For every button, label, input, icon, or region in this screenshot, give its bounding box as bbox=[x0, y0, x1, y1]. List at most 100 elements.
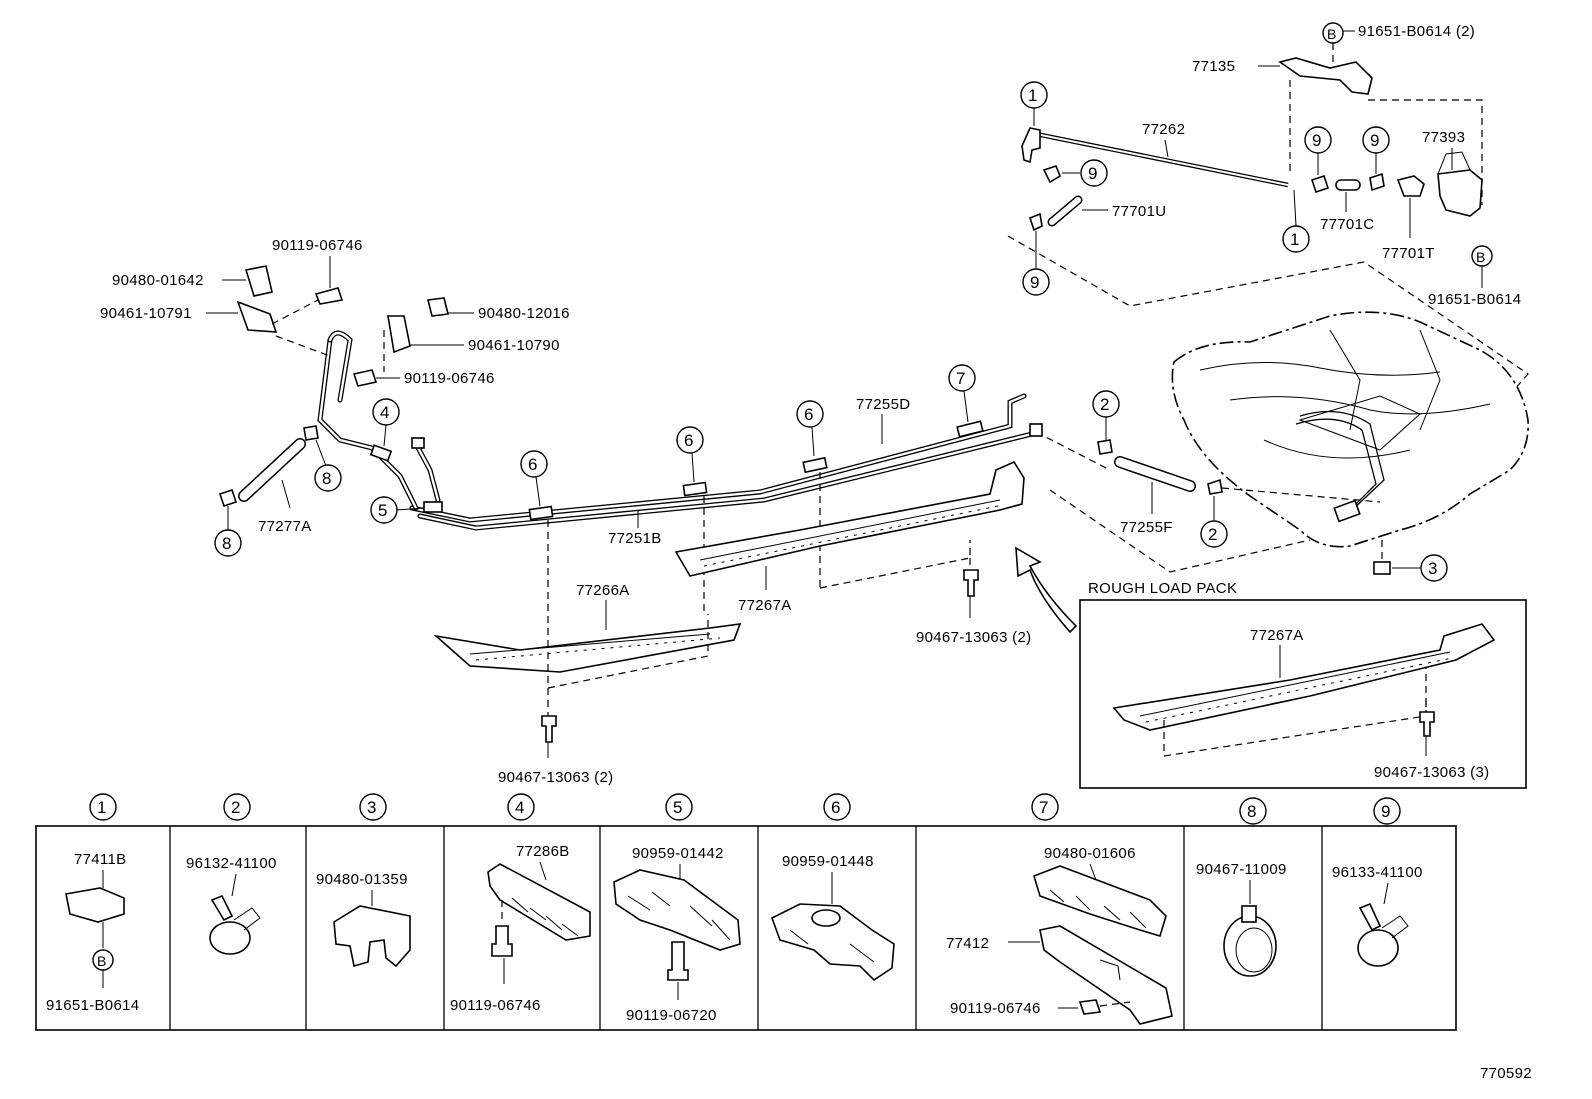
clip-8-b bbox=[218, 488, 238, 508]
legend-6-part-a: 90959-01448 bbox=[782, 853, 874, 870]
clip-8-a bbox=[303, 425, 319, 441]
callout-2-a-text: 2 bbox=[1100, 395, 1109, 414]
part-90461-10790 bbox=[387, 315, 411, 354]
protectors: 77266A 90467-13063 (2) 77267A 90467-1306… bbox=[433, 460, 1078, 786]
legend-key-8: 8 bbox=[1247, 802, 1256, 821]
bracket-77135 bbox=[1278, 57, 1373, 95]
legend-9-part-a: 96133-41100 bbox=[1332, 864, 1423, 881]
label-90467-13063-b: 90467-13063 (2) bbox=[916, 629, 1031, 646]
label-91651-b0614: 91651-B0614 bbox=[1428, 291, 1521, 308]
main-fuel-pipes: 77255D 77251B 6 6 6 7 bbox=[409, 364, 1043, 640]
callout-2-b-text: 2 bbox=[1208, 525, 1217, 544]
callout-9-b bbox=[1022, 268, 1050, 296]
callout-7 bbox=[948, 364, 976, 392]
callout-8-a-text: 8 bbox=[322, 469, 331, 488]
bolt-90467-13063-b bbox=[963, 569, 979, 597]
legend-col-1: 1 77411B B 91651-B0614 bbox=[46, 793, 139, 1014]
callout-1-bottom bbox=[1282, 225, 1310, 253]
legend-key-7: 7 bbox=[1039, 798, 1048, 817]
clamp-7 bbox=[956, 420, 984, 438]
legend-col-5: 5 90959-01442 90119-06720 bbox=[613, 793, 741, 1024]
clip-2-a bbox=[1097, 439, 1113, 455]
label-77255f: 77255F bbox=[1120, 519, 1173, 536]
protector-77266a bbox=[433, 623, 742, 673]
callout-9-c-text: 9 bbox=[1312, 131, 1321, 150]
clip-9-a bbox=[1042, 165, 1061, 184]
arrow-to-rough-load-pack bbox=[1015, 546, 1078, 634]
b-marker-text-2: B bbox=[1476, 249, 1485, 265]
rough-load-pack-frame bbox=[1079, 599, 1527, 789]
drawing-number: 770592 bbox=[1480, 1065, 1532, 1082]
legend-frame bbox=[35, 825, 1457, 1031]
label-77277a: 77277A bbox=[258, 518, 312, 535]
label-90480-01642: 90480-01642 bbox=[112, 272, 204, 289]
hose-77701c bbox=[1335, 179, 1361, 191]
legend-col-6: 6 90959-01448 bbox=[771, 793, 895, 982]
legend-key-9: 9 bbox=[1381, 802, 1390, 821]
callout-9-a bbox=[1080, 159, 1108, 187]
callout-6-b-text: 6 bbox=[684, 431, 693, 450]
part-90461-10791 bbox=[236, 300, 278, 333]
clamp-6-a bbox=[528, 505, 554, 521]
canister-assembly: B 91651-B0614 (2) 77135 77262 1 9 77701U bbox=[1007, 22, 1529, 497]
legend-col-9: 9 96133-41100 bbox=[1332, 797, 1423, 967]
bolt-90119-06746-b bbox=[352, 369, 378, 387]
label-90461-10791: 90461-10791 bbox=[100, 305, 192, 322]
part-90480-01642 bbox=[244, 265, 273, 297]
callout-3-text: 3 bbox=[1428, 559, 1437, 578]
callout-1-bottom-text: 1 bbox=[1290, 230, 1299, 249]
label-90119-06746-a: 90119-06746 bbox=[272, 237, 363, 254]
fuel-tank bbox=[1171, 311, 1529, 548]
rough-load-pack-part: 77267A bbox=[1250, 627, 1304, 644]
legend-7-part-b: 77412 bbox=[946, 935, 989, 952]
callout-6-c-text: 6 bbox=[804, 405, 813, 424]
callout-9-b-text: 9 bbox=[1030, 273, 1039, 292]
legend-col-2: 2 96132-41100 bbox=[186, 793, 277, 955]
label-90480-12016: 90480-12016 bbox=[478, 305, 570, 322]
legend-col-4: 4 77286B 90119-06746 bbox=[450, 793, 591, 1014]
callout-9-d-text: 9 bbox=[1370, 131, 1379, 150]
legend-key-1: 1 bbox=[97, 798, 106, 817]
b-marker-text: B bbox=[1327, 26, 1336, 42]
callout-6-a-text: 6 bbox=[528, 455, 537, 474]
callout-3 bbox=[1420, 554, 1448, 582]
legend-col-3: 3 90480-01359 bbox=[316, 793, 411, 968]
callout-8-a bbox=[314, 464, 342, 492]
rough-load-pack-protector bbox=[1112, 623, 1496, 731]
rough-load-pack-bolt-label: 90467-13063 (3) bbox=[1374, 764, 1489, 781]
legend-5-part-a: 90959-01442 bbox=[632, 845, 724, 862]
label-77135: 77135 bbox=[1192, 58, 1235, 75]
legend-3-part-a: 90480-01359 bbox=[316, 871, 408, 888]
canister-77393 bbox=[1437, 169, 1483, 217]
bolt-90119-06746-a bbox=[314, 287, 344, 305]
label-90119-06746-b: 90119-06746 bbox=[404, 370, 495, 387]
callout-2-b bbox=[1200, 520, 1228, 548]
label-77701c: 77701C bbox=[1320, 216, 1374, 233]
label-77266a: 77266A bbox=[576, 582, 630, 599]
legend-7-part-a: 90480-01606 bbox=[1044, 845, 1136, 862]
label-77701u: 77701U bbox=[1112, 203, 1166, 220]
callout-6-c bbox=[796, 400, 824, 428]
legend-1-part-b: 91651-B0614 bbox=[46, 997, 139, 1014]
rough-load-pack-bolt bbox=[1419, 711, 1435, 737]
legend-1-b: B bbox=[97, 953, 106, 969]
clip-2-b bbox=[1207, 478, 1223, 495]
part-90480-12016 bbox=[427, 297, 449, 317]
label-77251b: 77251B bbox=[608, 530, 662, 547]
legend-key-4: 4 bbox=[515, 798, 524, 817]
legend-col-7: 7 90480-01606 77412 90119-06746 bbox=[946, 793, 1173, 1025]
label-77255d: 77255D bbox=[856, 396, 910, 413]
label-91651-b0614-2: 91651-B0614 (2) bbox=[1358, 23, 1475, 40]
clamp-4 bbox=[369, 444, 393, 462]
legend-2-part-a: 96132-41100 bbox=[186, 855, 277, 872]
callout-4-text: 4 bbox=[380, 403, 389, 422]
label-90461-10790: 90461-10790 bbox=[468, 337, 560, 354]
clamp-6-b bbox=[682, 481, 708, 497]
legend-key-6: 6 bbox=[831, 798, 840, 817]
parts-legend: 1 77411B B 91651-B0614 2 96132-41100 3 9… bbox=[35, 793, 1457, 1031]
part-3-pad bbox=[1373, 561, 1391, 575]
clamp-5 bbox=[423, 501, 443, 513]
callout-6-a bbox=[520, 450, 548, 478]
callout-8-b-text: 8 bbox=[222, 534, 231, 553]
